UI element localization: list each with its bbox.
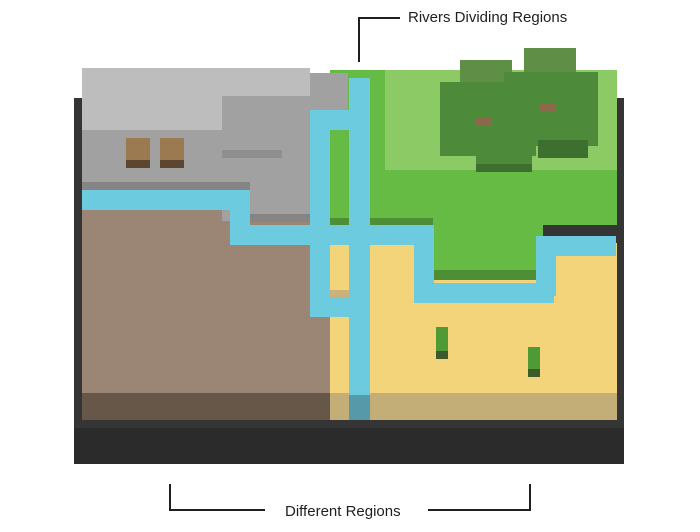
cactus-icon: [528, 347, 540, 377]
cactus-icon: [436, 327, 448, 359]
rivers-callout-line: [358, 17, 400, 62]
regions-label: Different Regions: [285, 503, 401, 520]
regions-bracket-right: [428, 484, 531, 511]
river: [82, 78, 616, 420]
rivers-label: Rivers Dividing Regions: [408, 9, 568, 26]
stone-region: [82, 68, 348, 222]
regions-bracket-left: [169, 484, 265, 511]
tree-cluster: [440, 48, 598, 172]
